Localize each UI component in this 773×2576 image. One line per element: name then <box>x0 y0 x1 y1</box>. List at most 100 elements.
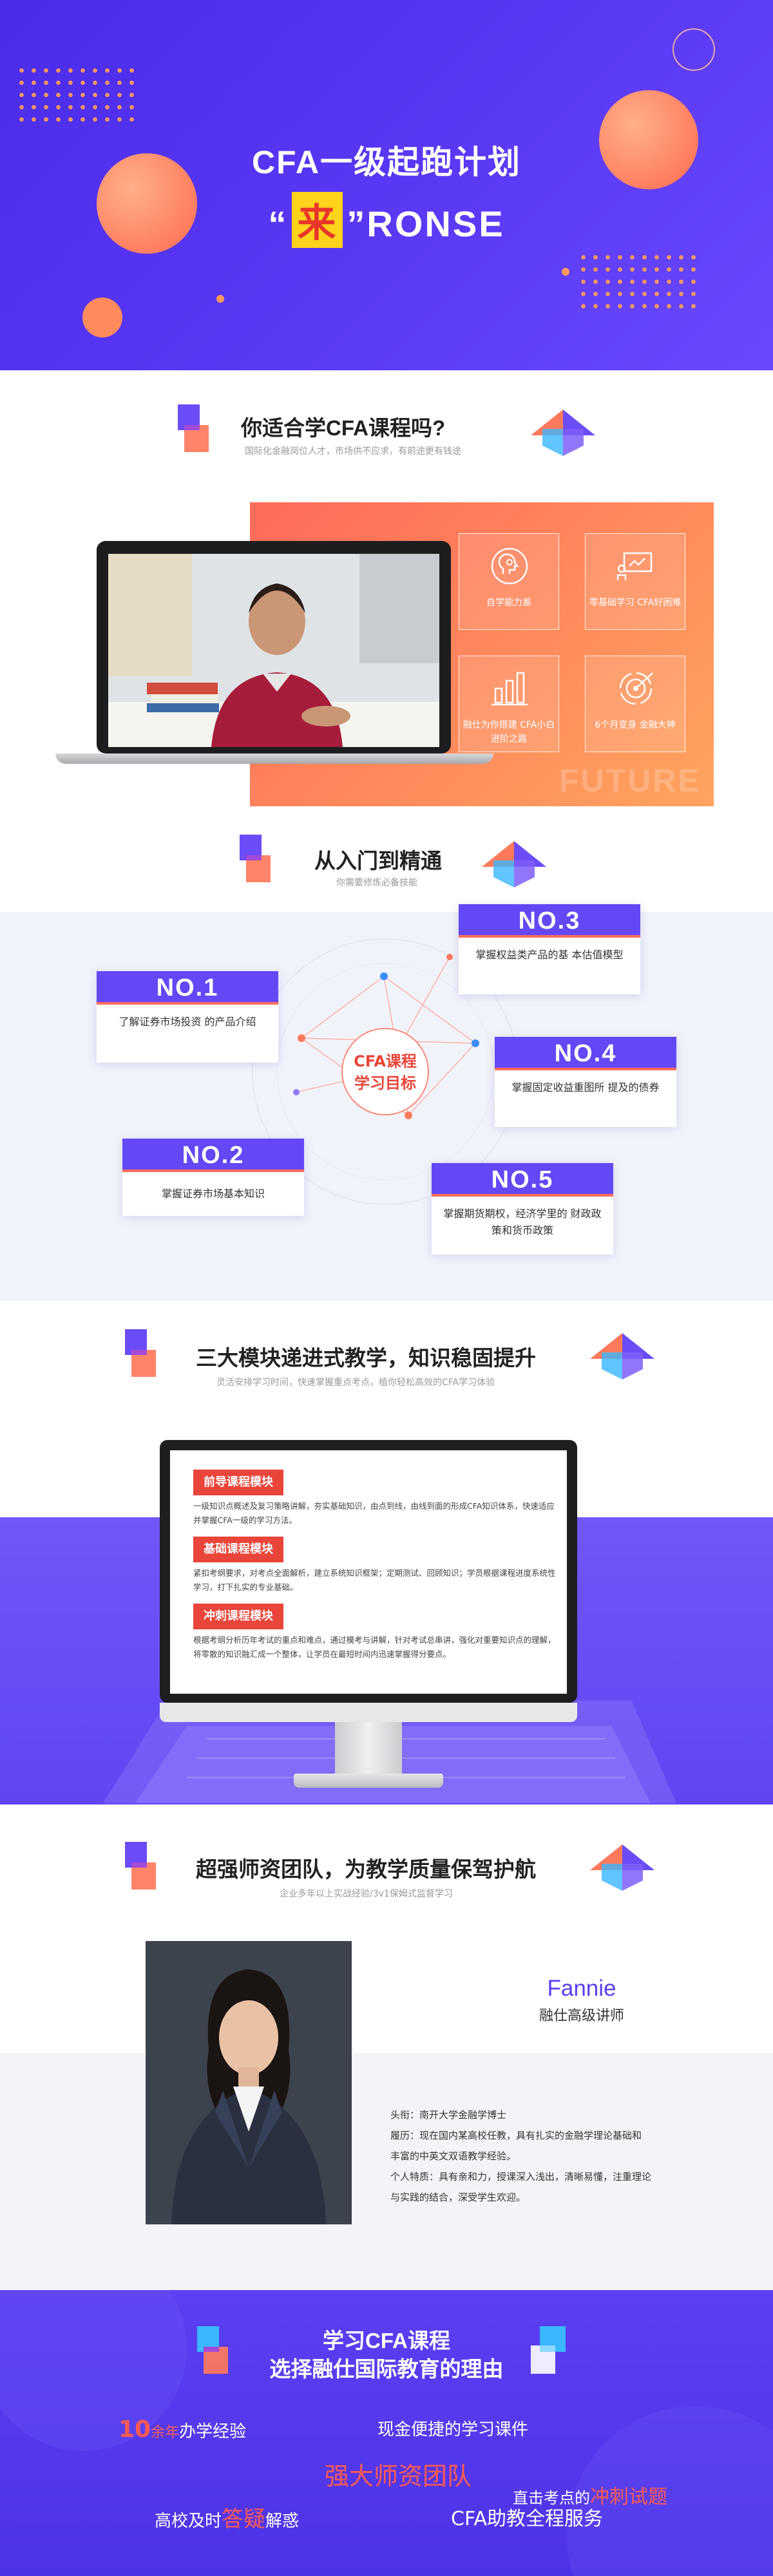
section-title: 三大模块递进式教学，知识稳固提升 <box>196 1346 536 1370</box>
cube-logo-icon <box>125 1842 156 1889</box>
skill-text: 掌握固定收益重图所 提及的债券 <box>511 1081 660 1094</box>
reason-unit: 余年 <box>151 2425 180 2441</box>
reason-team: 强大师资团队 <box>325 2462 472 2490</box>
reason-text: 解惑 <box>265 2512 300 2531</box>
section-title: 超强师资团队，为教学质量保驾护航 <box>196 1857 536 1881</box>
teacher-portrait <box>146 1941 352 2224</box>
reason-courseware: 现金便捷的学习课件 <box>377 2420 529 2439</box>
teacher-info-line: 与实践的结合，深受学生欢迎。 <box>390 2192 526 2203</box>
quote-close: ” <box>347 204 367 244</box>
arrow-logo-icon <box>482 841 546 887</box>
reason-answer: 高校及时答疑解惑 <box>155 2501 299 2533</box>
arrow-logo-icon <box>590 1844 654 1891</box>
feature-card: 6个月变身 金融大神 <box>585 656 685 752</box>
teacher-info: 头衔：南开大学金融学博士 履历：现在国内某高校任教，具有扎实的金融学理论基础和 … <box>390 2105 693 2208</box>
skill-text: 掌握权益类产品的基 本估值模型 <box>475 949 624 961</box>
feature-label: 自学能力差 <box>486 598 531 608</box>
reasons-title-line1: 学习CFA课程 <box>323 2329 450 2353</box>
reason-service: CFA助教全程服务 <box>451 2508 603 2530</box>
teacher-role: 融仕高级讲师 <box>539 2008 624 2024</box>
hero-subtitle: “来”RONSE <box>0 192 773 248</box>
reasons-section: 学习CFA课程 选择融仕国际教育的理由 10余年办学经验 现金便捷的学习课件 强… <box>0 2290 773 2576</box>
skill-card: NO.3 掌握权益类产品的基 本估值模型 <box>459 904 640 994</box>
decor-ring <box>673 28 715 71</box>
cube-logo-icon <box>125 1329 156 1377</box>
skill-card: NO.4 掌握固定收益重图所 提及的债券 <box>495 1037 676 1127</box>
arrow-logo-icon <box>531 410 595 456</box>
highlight-char: 来 <box>292 192 343 248</box>
module-tag: 冲刺课程模块 <box>193 1604 283 1629</box>
dot-pattern <box>577 251 700 312</box>
skill-number: NO.1 <box>97 971 278 1005</box>
roadmap-network <box>252 938 519 1205</box>
monitor-stand <box>335 1722 402 1774</box>
decor-circle <box>97 153 197 254</box>
laptop-base <box>55 753 493 764</box>
decor-circle <box>599 90 698 189</box>
student-photo <box>108 554 439 747</box>
skill-text: 掌握期货期权，经济学里的 财政政策和货币政策 <box>443 1208 602 1236</box>
section-title: 从入门到精通 <box>314 849 442 873</box>
cube-logo-icon <box>197 2326 228 2374</box>
target-arrow-icon <box>619 672 653 705</box>
cube-logo-icon <box>240 835 271 882</box>
skill-card: NO.2 掌握证券市场基本知识 <box>122 1139 304 1216</box>
reason-text: 高校及时 <box>155 2512 222 2531</box>
dot-pattern <box>15 64 138 126</box>
reasons-title-line2: 选择融仕国际教育的理由 <box>269 2357 504 2381</box>
monitor-base <box>294 1774 443 1788</box>
hero-title: CFA一级起跑计划 <box>252 144 521 180</box>
module-tag: 前导课程模块 <box>193 1470 283 1495</box>
section-subtitle: 国际化金融岗位人才，市场供不应求，有前途更有钱途 <box>245 446 461 457</box>
future-watermark: FUTURE <box>559 762 701 799</box>
skill-text: 了解证券市场投资 的产品介绍 <box>119 1016 256 1028</box>
skill-number: NO.3 <box>459 904 640 938</box>
cube-logo-icon <box>531 2326 566 2374</box>
module-text: 一级知识点概述及复习策略讲解，夯实基础知识，由点到线，由线到面的形成CFA知识体… <box>193 1501 555 1525</box>
brain-gear-icon <box>491 547 528 585</box>
section-subtitle: 你需要修炼必备技能 <box>336 878 417 888</box>
teacher-card-background <box>0 2053 773 2291</box>
quote-open: “ <box>268 204 289 244</box>
goal-line: CFA课程 <box>354 1052 417 1070</box>
monitor-chin <box>160 1703 577 1722</box>
feature-card: 融仕为你搭建 CFA小白进阶之路 <box>459 656 559 752</box>
reason-text: 办学经验 <box>179 2422 247 2441</box>
teacher-name: Fannie <box>547 1976 616 2001</box>
reason-highlight: 冲刺试题 <box>590 2486 667 2508</box>
goal-circle: CFA课程学习目标 <box>341 1028 429 1115</box>
teacher-info-line: 头衔：南开大学金融学博士 <box>390 2109 507 2121</box>
skill-card: NO.1 了解证券市场投资 的产品介绍 <box>97 971 278 1063</box>
section-subtitle: 灵活安排学习时间，快速掌握重点考点，植你轻松高效的CFA学习体验 <box>216 1378 495 1388</box>
feature-card: 零基础学习 CFA好困难 <box>585 533 685 630</box>
chalkboard-icon <box>616 552 653 580</box>
feature-label: 融仕为你搭建 CFA小白进阶之路 <box>463 720 555 744</box>
skill-number: NO.5 <box>432 1163 613 1197</box>
decor-dot <box>216 295 224 303</box>
hero-sub-text: RONSE <box>367 204 505 244</box>
module-tag: 基础课程模块 <box>193 1537 283 1562</box>
teacher-info-line: 履历：现在国内某高校任教，具有扎实的金融学理论基础和 <box>390 2130 642 2141</box>
reasons-texture <box>0 2290 773 2576</box>
teacher-photo <box>146 1941 352 2224</box>
reason-number: 10 <box>119 2416 151 2443</box>
cube-logo-icon <box>178 404 209 452</box>
feature-card: 自学能力差 <box>459 533 559 630</box>
decor-circle <box>82 298 122 337</box>
hero-banner: CFA一级起跑计划 “来”RONSE <box>0 0 773 370</box>
teacher-info-line: 个人特质：具有亲和力，授课深入浅出，清晰易懂，注重理论 <box>390 2171 652 2183</box>
reason-experience: 10余年办学经验 <box>119 2416 246 2443</box>
reason-highlight: 答疑 <box>222 2506 266 2532</box>
skill-number: NO.4 <box>495 1037 676 1070</box>
module-text: 根据考纲分析历年考试的重点和难点，通过模考与讲解，针对考试总串讲，强化对重要知识… <box>193 1635 556 1659</box>
feature-label: 零基础学习 CFA好困难 <box>589 598 682 608</box>
teacher-info-line: 丰富的中英文双语教学经验。 <box>390 2150 517 2162</box>
section-subtitle: 企业多年以上实战经验/3v1保姆式监督学习 <box>280 1889 453 1899</box>
skill-card: NO.5 掌握期货期权，经济学里的 财政政策和货币政策 <box>432 1163 613 1255</box>
bar-chart-icon <box>491 672 528 706</box>
reason-exam: 直击考点的冲刺试题 <box>513 2481 667 2509</box>
decor-dot <box>562 268 569 276</box>
skill-text: 掌握证券市场基本知识 <box>161 1188 265 1200</box>
feature-label: 6个月变身 金融大神 <box>595 720 676 730</box>
section-title: 你适合学CFA课程吗? <box>241 416 446 440</box>
